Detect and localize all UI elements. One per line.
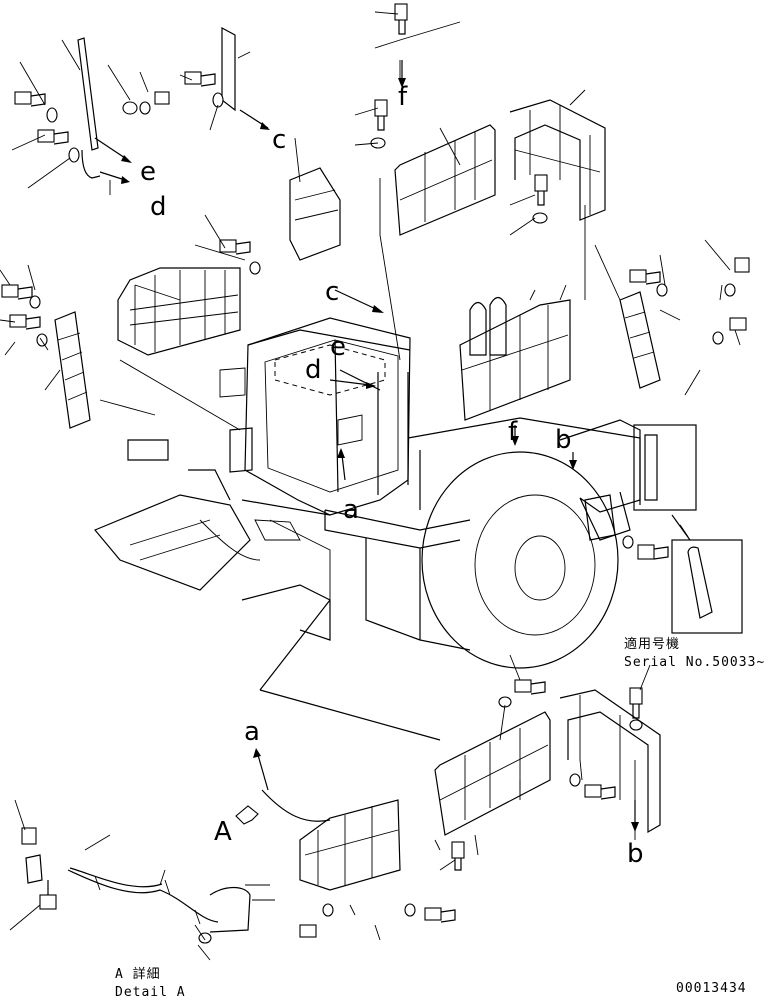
callout-labels: c c d d e e f f b b a a A: [140, 82, 644, 869]
leader-lines-bottom: [259, 599, 441, 741]
callout-f-mid: f: [508, 417, 518, 447]
detail-caption-jp: A 詳細: [115, 966, 161, 982]
handrail-mid: [459, 299, 571, 421]
callout-c-mid: c: [325, 277, 339, 307]
detail-cable: [261, 789, 331, 822]
callout-b-mid: b: [555, 425, 572, 455]
ladder-left: [54, 311, 91, 429]
callout-a-bottom: a: [244, 717, 260, 747]
handrail-top-center: [394, 124, 496, 236]
handrail-bottom-right: [434, 711, 551, 836]
handrail-bottom-left: [299, 799, 401, 891]
bolt-group: [1, 3, 750, 938]
callout-f-top: f: [398, 82, 408, 112]
handrail-bottom-far-right: [559, 689, 661, 834]
callout-e-mid: e: [330, 332, 346, 362]
callout-b-bottom: b: [627, 839, 644, 869]
arrows: [94, 60, 639, 832]
handrail-left: [117, 267, 241, 356]
detail-a-assembly: [25, 854, 275, 961]
inset-arrow: [671, 514, 691, 541]
callout-e-top: e: [140, 157, 156, 187]
callout-d-top: d: [150, 192, 167, 222]
serial-note-jp: 適用号機: [624, 636, 680, 652]
washer-group: [29, 92, 736, 944]
grab-handle-left: [77, 37, 101, 179]
drawing-number: 00013434: [676, 981, 747, 996]
handrail-top-right: [509, 99, 606, 221]
ladder-right: [619, 291, 661, 389]
callout-d-mid: d: [305, 355, 322, 385]
serial-note-en: Serial No.50033~: [624, 655, 765, 670]
machine-body: [94, 296, 641, 669]
inset-box-serial: [671, 539, 743, 634]
callout-c-top: c: [272, 125, 286, 155]
grab-handle-top: [221, 26, 341, 261]
callout-a-mid: a: [343, 495, 359, 525]
inset-box-top: [633, 424, 697, 511]
detail-caption-en: Detail A: [115, 985, 186, 1000]
callout-A-detail: A: [214, 817, 232, 847]
leader-lines: [0, 11, 741, 941]
